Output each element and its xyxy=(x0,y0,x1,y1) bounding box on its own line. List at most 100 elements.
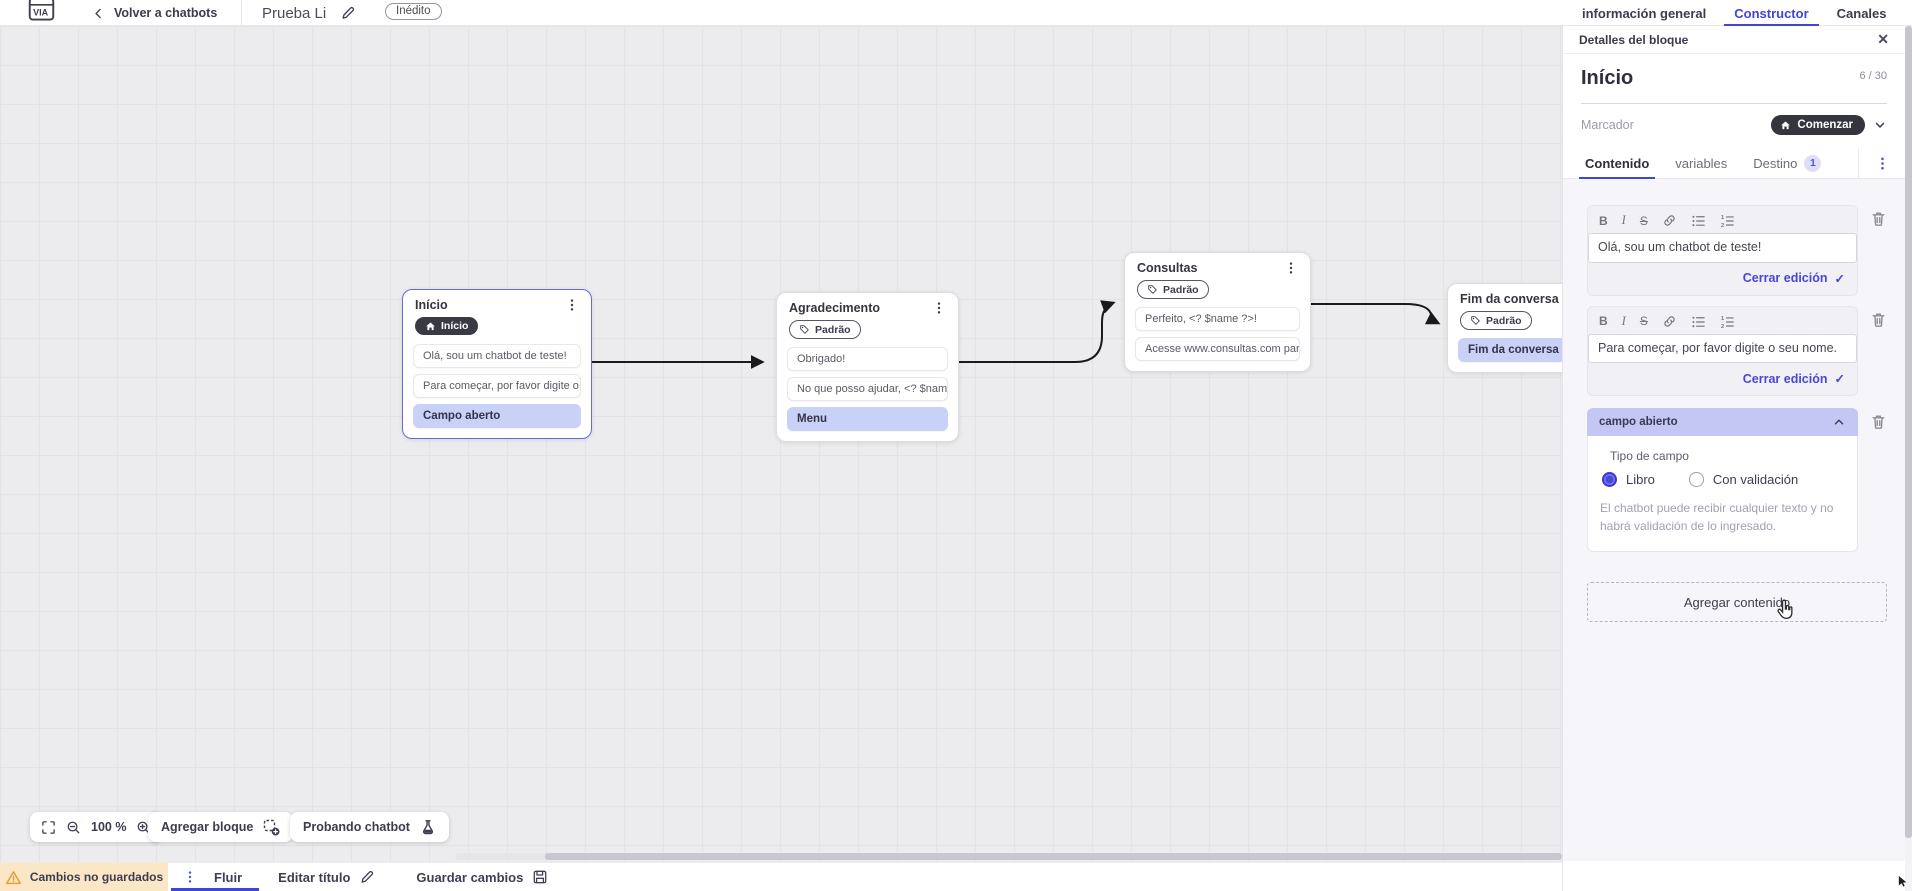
flow-canvas[interactable]: Início Início Olá, sou um chatbot de tes… xyxy=(0,26,1562,862)
radio-con-validacion[interactable]: Con validación xyxy=(1688,472,1798,487)
radio-selected-icon xyxy=(1602,472,1617,487)
italic-icon[interactable]: I xyxy=(1621,213,1626,227)
strikethrough-icon[interactable]: S xyxy=(1639,213,1648,228)
node-content-row[interactable]: Olá, sou um chatbot de teste! xyxy=(413,343,581,368)
node-open-field-row[interactable]: Campo aberto xyxy=(413,403,581,428)
message-text-input[interactable]: Olá, sou um chatbot de teste! xyxy=(1588,233,1857,263)
node-content-row[interactable]: Obrigado! xyxy=(787,347,948,371)
flow-node-consultas[interactable]: Consultas Padrão Perfeito, <? $name ?>! … xyxy=(1124,252,1311,372)
home-icon xyxy=(425,321,436,332)
tab-contenido[interactable]: Contenido xyxy=(1578,148,1656,179)
open-field-header[interactable]: campo abierto xyxy=(1587,408,1858,436)
flask-icon xyxy=(420,819,436,835)
link-icon[interactable] xyxy=(1662,314,1677,329)
delete-content-icon[interactable] xyxy=(1870,413,1887,430)
panel-menu-icon[interactable] xyxy=(1858,148,1905,178)
back-label: Volver a chatbots xyxy=(114,6,218,20)
tag-icon xyxy=(799,324,810,335)
block-details-panel: Detalles del bloque ✕ Início 6 / 30 Marc… xyxy=(1562,26,1905,891)
add-content-button[interactable]: Agregar contenido xyxy=(1587,582,1887,622)
node-content-row[interactable]: Perfeito, <? $name ?>! xyxy=(1135,307,1300,331)
node-content-row[interactable]: No que posso ajudar, <? $name ... xyxy=(787,377,948,401)
tab-canales[interactable]: Canales xyxy=(1836,5,1887,21)
unsaved-changes-badge: Cambios no guardados xyxy=(0,863,168,891)
flow-node-fim-da-conversa[interactable]: Fim da conversa Padrão Fim da conversa xyxy=(1447,283,1562,373)
tab-fluir[interactable]: Fluir xyxy=(171,863,260,891)
back-to-chatbots-button[interactable]: Volver a chatbots xyxy=(92,0,217,26)
editor-toolbar: B I S xyxy=(1588,206,1857,233)
field-type-label: Tipo de campo xyxy=(1610,449,1689,463)
tab-destino[interactable]: Destino 1 xyxy=(1753,148,1822,178)
tab-informacion-general[interactable]: información general xyxy=(1582,5,1707,21)
node-menu-icon[interactable] xyxy=(1284,261,1298,275)
flow-menu-icon[interactable] xyxy=(183,870,197,884)
bold-icon[interactable]: B xyxy=(1599,314,1608,328)
check-icon: ✓ xyxy=(1834,271,1845,286)
node-start-badge: Início xyxy=(415,317,479,335)
numbered-list-icon[interactable] xyxy=(1720,213,1735,228)
node-menu-row[interactable]: Menu xyxy=(787,407,948,431)
home-icon xyxy=(1780,120,1791,131)
node-end-row[interactable]: Fim da conversa xyxy=(1458,338,1562,362)
node-type-badge: Padrão xyxy=(1460,311,1532,330)
edit-name-pencil-icon[interactable] xyxy=(340,5,356,21)
topbar-divider xyxy=(241,0,242,26)
node-title: Agradecimento xyxy=(789,301,880,315)
bullet-list-icon[interactable] xyxy=(1691,213,1706,228)
radio-unselected-icon xyxy=(1688,472,1704,487)
text-editor-card: B I S Para começar, por favor digite o s… xyxy=(1587,305,1858,396)
chevron-down-icon xyxy=(1873,118,1887,132)
link-icon[interactable] xyxy=(1662,213,1677,228)
flow-node-agradecimento[interactable]: Agradecimento Padrão Obrigado! No que po… xyxy=(776,292,959,442)
node-menu-icon[interactable] xyxy=(932,301,946,315)
field-help-text: El chatbot puede recibir cualquier texto… xyxy=(1600,501,1834,533)
delete-content-icon[interactable] xyxy=(1870,210,1887,227)
bold-icon[interactable]: B xyxy=(1599,213,1608,228)
pencil-icon xyxy=(359,869,375,885)
node-menu-icon[interactable] xyxy=(565,298,579,312)
chevron-up-icon xyxy=(1832,415,1846,429)
block-name-input[interactable]: Início xyxy=(1581,67,1634,89)
vertical-scrollbar-thumb[interactable] xyxy=(1905,26,1912,838)
message-text-input[interactable]: Para começar, por favor digite o seu nom… xyxy=(1588,333,1857,363)
bullet-list-icon[interactable] xyxy=(1691,314,1706,329)
node-title: Início xyxy=(415,298,448,312)
destino-count-badge: 1 xyxy=(1804,154,1822,172)
strikethrough-icon[interactable]: S xyxy=(1639,314,1648,328)
zoom-out-icon[interactable] xyxy=(66,820,81,835)
horizontal-scrollbar-thumb[interactable] xyxy=(545,853,1562,860)
delete-content-icon[interactable] xyxy=(1870,311,1887,328)
numbered-list-icon[interactable] xyxy=(1720,314,1735,329)
radio-libro[interactable]: Libro xyxy=(1602,472,1655,487)
top-bar: Volver a chatbots Prueba Li Inédito info… xyxy=(0,0,1912,26)
marker-select[interactable]: Comenzar xyxy=(1771,115,1887,135)
fullscreen-icon[interactable] xyxy=(41,820,56,835)
tag-icon xyxy=(1470,315,1481,326)
italic-icon[interactable]: I xyxy=(1621,313,1626,328)
zoom-controls: 100 % xyxy=(30,812,163,842)
flow-connectors xyxy=(592,300,1441,369)
save-icon xyxy=(532,869,548,885)
close-edit-button[interactable]: Cerrar edición ✓ xyxy=(1742,271,1845,286)
editor-toolbar: B I S xyxy=(1588,307,1857,334)
save-changes-button[interactable]: Guardar cambios xyxy=(416,863,548,891)
bottom-bar: Cambios no guardados Fluir Editar título… xyxy=(0,862,1562,891)
panel-title: Detalles del bloque xyxy=(1579,32,1689,47)
edit-title-button[interactable]: Editar título xyxy=(278,863,375,891)
close-icon[interactable]: ✕ xyxy=(1877,31,1889,47)
marker-label: Marcador xyxy=(1581,118,1634,132)
flow-node-inicio[interactable]: Início Início Olá, sou um chatbot de tes… xyxy=(402,289,592,439)
tab-variables[interactable]: variables xyxy=(1675,155,1728,171)
test-chatbot-button[interactable]: Probando chatbot xyxy=(290,812,449,842)
text-editor-card: B I S Olá, sou um chatbot de teste! Cerr… xyxy=(1587,205,1858,296)
chevron-left-icon xyxy=(92,7,105,20)
add-block-button[interactable]: Agregar bloque xyxy=(148,812,294,842)
close-edit-button[interactable]: Cerrar edición ✓ xyxy=(1742,371,1845,387)
node-content-row[interactable]: Para começar, por favor digite o ... xyxy=(413,373,581,398)
node-title: Consultas xyxy=(1137,261,1198,275)
node-content-row[interactable]: Acesse www.consultas.com par... xyxy=(1135,337,1300,361)
status-badge: Inédito xyxy=(385,3,442,20)
warning-icon xyxy=(5,870,22,885)
tab-constructor[interactable]: Constructor xyxy=(1720,0,1822,26)
